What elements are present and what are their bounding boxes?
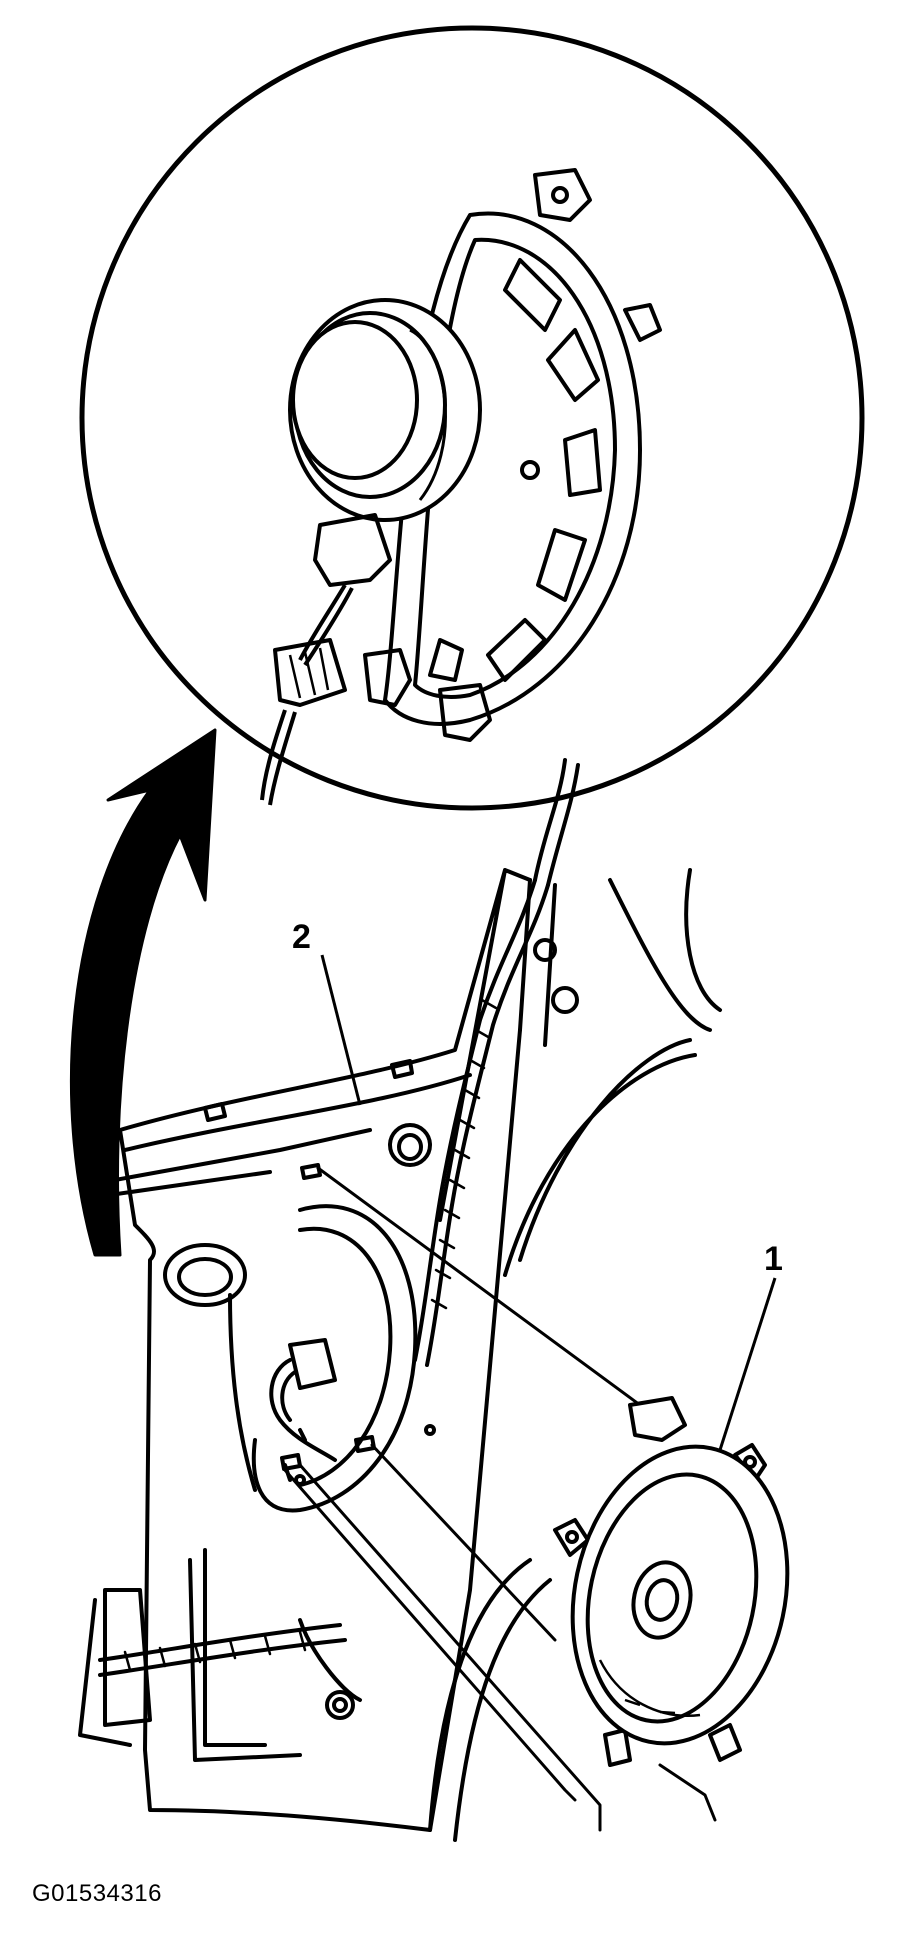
- detail-top-tab: [533, 168, 592, 222]
- guide-line-right: [658, 1763, 717, 1822]
- door-wiring-upper: [533, 758, 580, 887]
- door-grommet-inner: [397, 1133, 423, 1161]
- door-wiring-clip-2: [533, 938, 557, 962]
- speaker: [553, 1396, 790, 1767]
- detail-connector: [273, 638, 347, 707]
- door-lower-wiring-wrap: [123, 1630, 307, 1672]
- door-wiring-clip-1: [551, 986, 579, 1014]
- door-access-hole-left: [163, 1243, 247, 1307]
- speaker-opening-wall: [228, 1293, 307, 1492]
- door-panel-upper-edge: [123, 1073, 472, 1152]
- window-frame: [518, 868, 722, 1047]
- guide-line-left-b: [282, 1467, 577, 1802]
- door-small-slot-1: [203, 1102, 227, 1122]
- door-small-slot-2: [390, 1059, 414, 1079]
- door-map-pocket: [78, 1588, 152, 1747]
- detail-bottom-tab-left: [363, 648, 412, 707]
- door-wiring-wrap: [430, 998, 498, 1310]
- door-small-slot-4: [280, 1453, 302, 1471]
- door-seal: [503, 1038, 697, 1277]
- door-fastener-1: [424, 1424, 436, 1436]
- detail-magnet-shade: [409, 328, 447, 501]
- door-speaker-connector: [288, 1338, 337, 1390]
- callout-leader-1: [718, 1277, 777, 1451]
- detail-bottom-tab-right: [438, 683, 492, 742]
- door-lower-trim: [188, 1548, 362, 1762]
- speaker-rim-shade: [598, 1659, 701, 1717]
- callout-leader-2: [320, 954, 362, 1106]
- guide-line-middle: [370, 1443, 557, 1642]
- speaker-bottom-tab-right: [708, 1723, 742, 1762]
- door-fastener-2: [294, 1474, 306, 1486]
- speaker-left-tab-hole: [565, 1530, 579, 1544]
- guide-line-left-a: [298, 1463, 602, 1832]
- detail-magnet-cap: [291, 320, 419, 480]
- callout-label-2: 2: [292, 918, 311, 956]
- detail-speaker: [260, 168, 662, 806]
- speaker-opening: [251, 1204, 418, 1513]
- door-access-hole-left-inner: [177, 1257, 233, 1297]
- curved-arrow: [69, 728, 217, 1257]
- detail-frame-hole: [520, 460, 540, 480]
- detail-view: [79, 25, 865, 811]
- door-lower-wiring: [98, 1623, 347, 1677]
- speaker-opening-inner: [298, 1226, 393, 1487]
- door-small-slot-3: [300, 1163, 322, 1180]
- door-plug-hole: [325, 1690, 355, 1720]
- speaker-bottom-tab-left: [603, 1728, 632, 1767]
- door-wiring-harness: [413, 878, 550, 1367]
- door-grommet: [388, 1123, 432, 1167]
- door-plug-hole-inner: [332, 1697, 348, 1713]
- detail-terminal-block: [313, 513, 392, 587]
- speaker-top-tab: [628, 1396, 687, 1442]
- detail-basket-spokes: [428, 258, 602, 682]
- door-panel-ledge: [108, 1128, 372, 1197]
- guide-line-top: [316, 1166, 642, 1407]
- detail-circle: [79, 25, 865, 811]
- callout-label-1: 1: [764, 1240, 783, 1278]
- detail-right-tab: [623, 303, 662, 342]
- door-panel: [78, 758, 722, 1842]
- figure-id: G01534316: [32, 1880, 162, 1907]
- door-panel-outline: [118, 868, 532, 1832]
- speaker-dust-cap: [644, 1578, 680, 1622]
- door-lower-curve: [428, 1558, 552, 1842]
- detail-connector-ribs: [288, 647, 330, 699]
- detail-wire-harness: [260, 583, 354, 806]
- door-speaker-connector-wires: [269, 1358, 337, 1462]
- detail-top-tab-hole: [551, 186, 569, 204]
